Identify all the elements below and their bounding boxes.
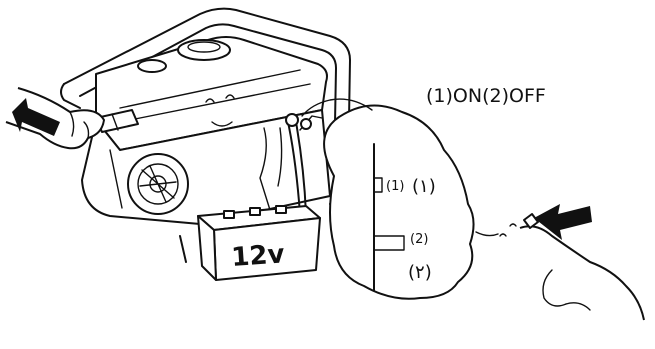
switch-on-arabic: (١) [412, 176, 436, 197]
switch-on-number: (1) [386, 179, 404, 194]
battery: 12v [198, 206, 320, 280]
caption: (1)ON(2)OFF [426, 85, 546, 107]
switch-callout-bubble: (1) (١) (2) (٢) [302, 99, 516, 299]
switch-off-number: (2) [410, 232, 428, 247]
battery-label: 12v [230, 239, 285, 273]
switch-off-arabic: (٢) [408, 262, 432, 283]
right-hand [520, 214, 644, 320]
